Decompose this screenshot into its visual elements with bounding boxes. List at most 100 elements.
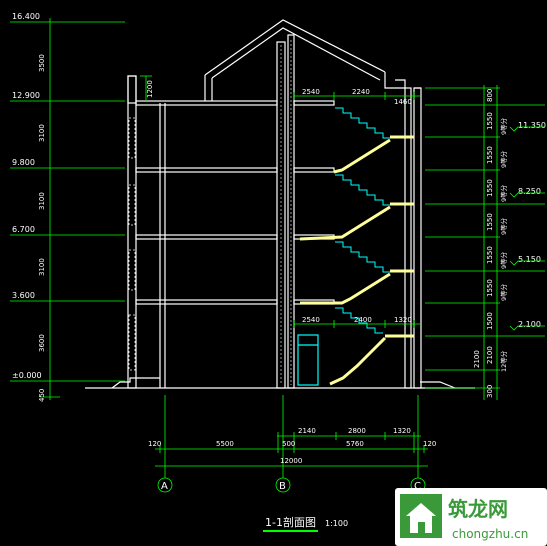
upper-stair-dim-1: 2540	[302, 88, 320, 96]
step-note-2: 9等分	[499, 150, 508, 168]
rail-flight-1	[335, 107, 391, 139]
watermark-url: chongzhu.cn	[452, 527, 528, 541]
elev-2100: 2.100	[518, 320, 541, 329]
right-dim-10: 2100	[473, 350, 481, 368]
bottom-row2-a: 120	[148, 440, 161, 448]
bottom-row1-c: 1320	[393, 427, 411, 435]
drawing-scale: 1:100	[325, 519, 348, 528]
step-note-7: 12等分	[499, 350, 508, 372]
wall-axis-c	[413, 87, 422, 389]
right-dim-4: 1550	[486, 213, 494, 231]
rail-flight-4	[335, 307, 383, 334]
upper-stair-dims: 2540 2240 1460	[293, 88, 420, 106]
bottom-dim-values: 2140 2800 1320 120 5500 500 5760 120 120…	[148, 427, 436, 465]
bottom-dims	[155, 395, 428, 478]
elev-mark-8250	[509, 192, 545, 198]
drawing-title-block: 1-1剖面图 1:100	[263, 515, 348, 532]
parapet-dim-label: 1200	[146, 80, 154, 98]
stair-rails	[335, 107, 391, 334]
right-dim-0: 800	[486, 89, 494, 102]
elev-9800: 9.800	[12, 158, 35, 167]
window-left-1	[128, 117, 136, 159]
elev-6700: 6.700	[12, 225, 35, 234]
step-note-4: 9等分	[499, 217, 508, 235]
right-step-notes: 9等分 9等分 9等分 9等分 9等分 9等分 12等分	[499, 117, 508, 372]
house-door-icon	[418, 522, 425, 533]
left-dim-450: 450	[38, 389, 46, 402]
slab-3	[135, 234, 278, 240]
flight-up-1	[333, 138, 391, 174]
right-dim-2: 1550	[486, 146, 494, 164]
elev-mark-2100	[509, 325, 545, 331]
elev-11350: 11.350	[518, 121, 546, 130]
left-windows	[128, 117, 136, 371]
flight-up-2	[299, 205, 391, 241]
step-note-3: 9等分	[499, 184, 508, 202]
drawing-title: 1-1剖面图	[265, 515, 316, 529]
roof-right-parapet	[384, 72, 406, 89]
elev-8250: 8.250	[518, 187, 541, 196]
left-dimension-chain	[10, 18, 125, 400]
left-dim-3500: 3500	[38, 54, 46, 72]
ground-door	[297, 334, 319, 386]
bottom-row1-a: 2140	[298, 427, 316, 435]
axis-c-label: C	[414, 481, 421, 492]
right-dim-1: 1550	[486, 112, 494, 130]
house-icon	[406, 503, 436, 533]
axis-a-label: A	[161, 481, 168, 492]
left-dim-3100-b: 3100	[38, 192, 46, 210]
left-dim-3100-c: 3100	[38, 258, 46, 276]
ground-step-left	[111, 377, 160, 389]
flight-up-3	[300, 272, 391, 305]
elev-mark-11350	[509, 126, 545, 132]
roof-gable	[204, 19, 386, 76]
slab-right-4	[293, 167, 335, 173]
wall-axis-b	[276, 41, 286, 389]
rail-flight-3	[335, 241, 391, 273]
axis-bubbles: A B C	[157, 477, 426, 493]
slab-4	[135, 167, 278, 173]
rail-flight-2	[335, 174, 391, 206]
roof-gable-inner	[211, 27, 381, 81]
right-dim-11: 300	[486, 385, 494, 398]
right-dimension-chain	[425, 85, 545, 400]
right-elevation-labels: 11.350 8.250 5.150 2.100	[518, 121, 546, 329]
left-elevation-labels: 16.400 12.900 9.800 6.700 3.600 ±0.000	[12, 12, 42, 380]
building-structure	[85, 19, 475, 389]
right-dim-7: 1500	[486, 312, 494, 330]
right-elevation-markers	[509, 126, 545, 331]
window-left-2	[128, 184, 136, 226]
elev-5150: 5.150	[518, 255, 541, 264]
axis-b-label: B	[279, 481, 286, 492]
wall-axis-c-outer	[404, 87, 412, 389]
upper-stair-dim-2: 2240	[352, 88, 370, 96]
axis-a-bubble	[157, 477, 173, 493]
slab-2	[135, 299, 278, 305]
bottom-row2-d: 5760	[346, 440, 364, 448]
lower-stair-dim-1: 2540	[302, 316, 320, 324]
stairs	[299, 107, 414, 386]
watermark-cn: 筑龙网	[448, 497, 508, 521]
bottom-total: 12000	[280, 457, 302, 465]
slab-roof	[135, 100, 278, 106]
parapet-dim: 1200	[140, 75, 154, 101]
step-note-5: 9等分	[499, 251, 508, 269]
slab-right-roof	[293, 100, 335, 106]
elev-3600: 3.600	[12, 291, 35, 300]
lower-stair-dim-3: 1320	[394, 316, 412, 324]
bottom-row2-c: 500	[282, 440, 295, 448]
elev-mark-5150	[509, 260, 545, 266]
watermark: 筑龙网 chongzhu.cn	[395, 488, 547, 546]
stair-flights	[299, 135, 414, 386]
flight-up-4	[329, 336, 387, 386]
elev-0000: ±0.000	[12, 371, 42, 380]
right-dim-3: 1550	[486, 179, 494, 197]
step-note-6: 9等分	[499, 283, 508, 301]
elev-16400: 16.400	[12, 12, 40, 21]
upper-stair-dim-3: 1460	[394, 98, 412, 106]
central-hatch	[280, 40, 292, 385]
bottom-row2-e: 120	[423, 440, 436, 448]
right-dim-5: 1550	[486, 246, 494, 264]
wall-axis-b-2	[287, 34, 295, 389]
